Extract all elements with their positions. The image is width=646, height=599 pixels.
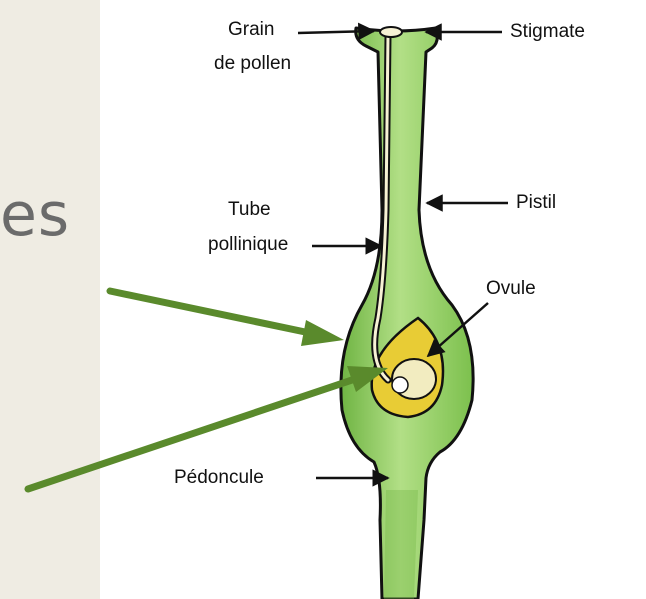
label-tube-line2: pollinique <box>208 233 288 256</box>
label-grain-line2-wrap: de pollen <box>214 52 291 75</box>
highlight-arrow-upper <box>110 291 344 346</box>
peduncle-shading <box>384 490 418 599</box>
label-tube-line1: Tube <box>228 198 271 221</box>
label-pedoncule: Pédoncule <box>174 466 264 489</box>
label-grain-line1: Grain <box>228 18 274 41</box>
label-stigmate: Stigmate <box>510 20 585 43</box>
label-grain-line2: de pollen <box>214 52 291 75</box>
pollen-grain <box>380 27 402 37</box>
label-pistil: Pistil <box>516 191 556 214</box>
label-ovule: Ovule <box>486 277 536 300</box>
label-grain-de-pollen: Grain <box>228 18 274 41</box>
egg-cell <box>392 377 408 393</box>
